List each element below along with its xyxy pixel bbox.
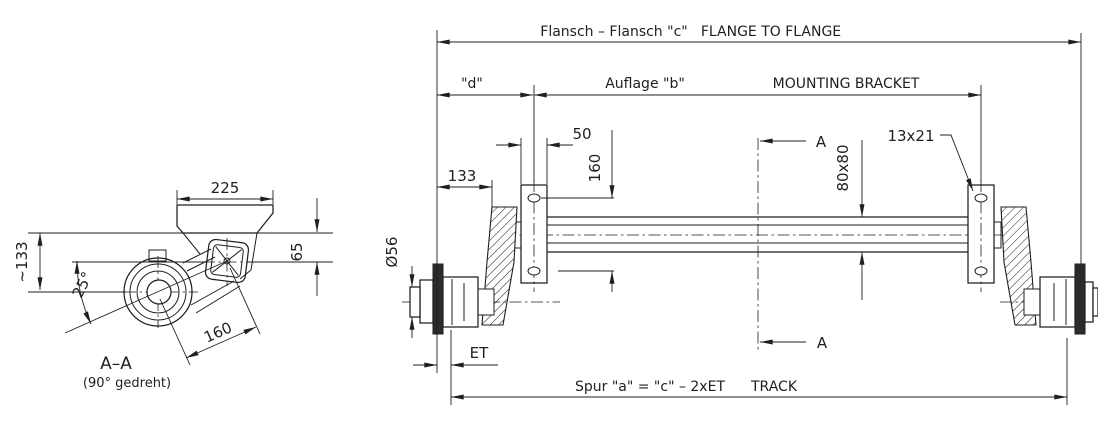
- dim-bracket-plate-50: 50: [496, 125, 592, 184]
- dim-text-approx133: ~133: [13, 241, 31, 282]
- mounting-bracket-right: [967, 180, 995, 292]
- flange-to-flange-en: FLANGE TO FLANGE: [701, 24, 841, 40]
- section-hub: [123, 249, 193, 327]
- dim-text-133: 133: [448, 167, 477, 185]
- section-marker-top-label: A: [816, 133, 827, 151]
- dim-text-225: 225: [211, 179, 240, 197]
- dim-flange-suspension-133: 133: [436, 167, 493, 207]
- angle-arc: [74, 260, 92, 325]
- dim-surface-to-stub-133: ~133: [13, 232, 43, 291]
- section-bracket-plate: [176, 204, 274, 280]
- dim-bracket-width-225: 225: [176, 179, 274, 204]
- dim-text-13x21: 13x21: [887, 127, 934, 145]
- dim-track: Spur "a" = "c" – 2xET TRACK: [450, 338, 1068, 405]
- mounting-bracket-left: [520, 180, 548, 292]
- section-swing-arm: [182, 248, 241, 314]
- hub-right: [1000, 263, 1098, 335]
- flange-to-flange-de: Flansch – Flansch "c": [540, 24, 687, 40]
- dim-text-25deg: 25°: [69, 269, 97, 301]
- dim-stub-diameter-56: Ø56: [383, 237, 415, 338]
- leader-slot-13x21: 13x21: [887, 127, 974, 192]
- section-marker-bottom-label: A: [817, 334, 828, 352]
- section-view-aa: 225 65 ~133 25° 160 A–A (90° gedreht): [13, 179, 333, 391]
- axle-tube: [498, 216, 1012, 253]
- dim-text-et: ET: [470, 344, 489, 362]
- dim-text-65: 65: [288, 242, 306, 261]
- dim-text-50: 50: [572, 125, 591, 143]
- dim-text-dia56: Ø56: [383, 237, 401, 268]
- section-tube-profile: [204, 238, 250, 284]
- section-rotation-note: (90° gedreht): [83, 376, 171, 391]
- dim-flange-to-flange: Flansch – Flansch "c" FLANGE TO FLANGE: [436, 24, 1082, 373]
- section-marker-top: A: [759, 133, 827, 151]
- dim-text-160: 160: [586, 154, 604, 183]
- dim-arm-length-160: 160: [159, 267, 261, 366]
- track-en: TRACK: [750, 379, 798, 395]
- track-de: Spur "a" = "c" – 2xET: [575, 379, 725, 395]
- section-label: A–A: [100, 354, 132, 374]
- hub-left: [402, 263, 560, 335]
- dim-surface-to-tube-65: 65: [288, 198, 320, 296]
- dim-overhang-d: "d": [436, 76, 535, 182]
- dim-text-160-arm: 160: [201, 318, 234, 346]
- dim-hole-spacing-160: 160: [541, 130, 615, 292]
- overhang-label: "d": [461, 76, 483, 92]
- section-marker-bottom: A: [759, 334, 828, 352]
- mounting-bracket-en: MOUNTING BRACKET: [773, 76, 920, 92]
- arm-axis-line: [64, 260, 228, 334]
- dim-text-80x80: 80x80: [834, 144, 852, 191]
- main-view: A A Flansch – Flansch "c" FLANGE TO FLAN…: [383, 24, 1098, 405]
- dim-wheel-offset-et: ET: [413, 330, 498, 405]
- mounting-bracket-de: Auflage "b": [605, 76, 685, 92]
- dim-mounting-bracket-b: Auflage "b" MOUNTING BRACKET: [533, 76, 982, 182]
- dim-tube-section-80x80: 80x80: [834, 140, 865, 300]
